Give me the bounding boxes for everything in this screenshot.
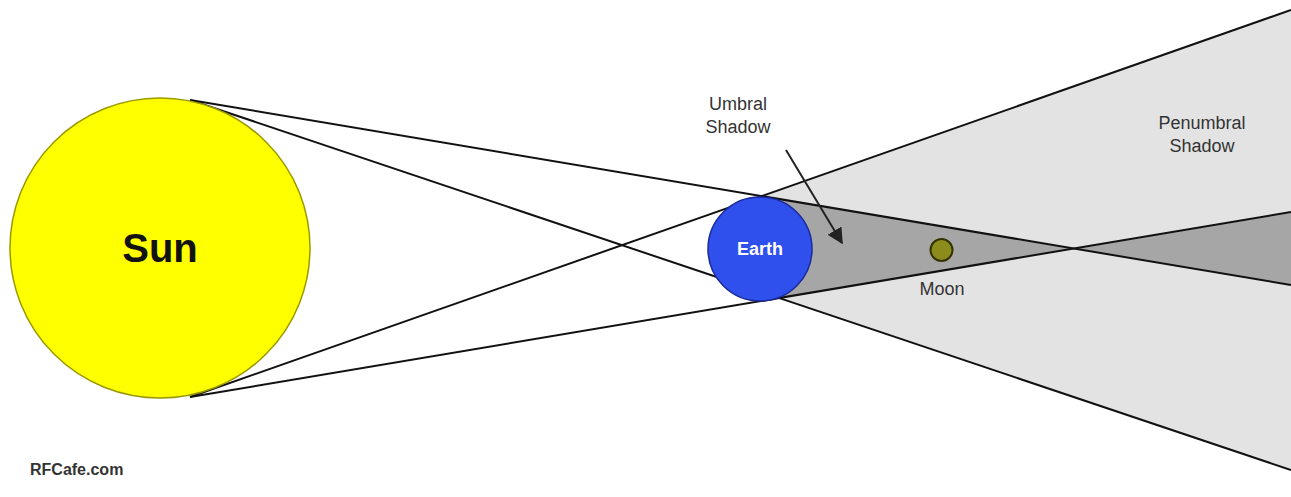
sun-circle: Sun bbox=[10, 98, 310, 398]
umbra-region bbox=[765, 196, 1291, 301]
tangent-line bbox=[190, 10, 1291, 397]
watermark: RFCafe.com bbox=[30, 460, 123, 480]
sun-circle bbox=[10, 98, 310, 398]
earth-circle bbox=[708, 197, 812, 301]
region-label: Umbral Shadow bbox=[693, 93, 783, 138]
moon-circle bbox=[931, 239, 953, 261]
node-text: Earth bbox=[737, 239, 783, 260]
moon-circle: Moon bbox=[915, 237, 968, 302]
node-text: Sun bbox=[122, 226, 198, 271]
region-label: Penumbral Shadow bbox=[1147, 112, 1257, 157]
tangent-line bbox=[190, 100, 1291, 470]
tangent-line bbox=[190, 212, 1291, 397]
earth-circle: Earth bbox=[708, 197, 812, 301]
node-text: Moon bbox=[919, 279, 964, 300]
